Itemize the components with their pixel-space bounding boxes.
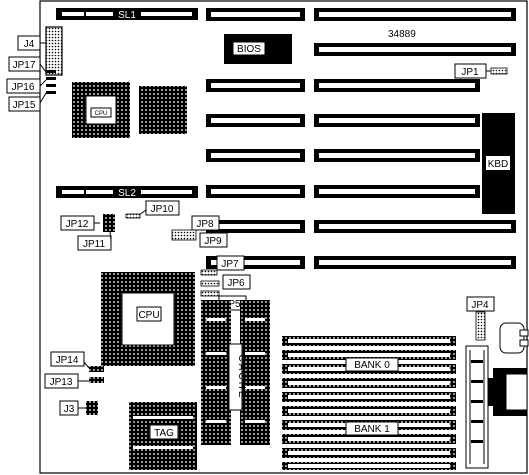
jp1-label: JP1 — [461, 67, 479, 78]
jp4-jumper: JP4 — [466, 296, 495, 341]
jp9-label: JP9 — [204, 236, 222, 247]
jp8-label: JP8 — [196, 219, 214, 230]
jp5-label: JP5 — [223, 299, 241, 310]
jp13-label: JP13 — [50, 377, 73, 388]
bios-chip: BIOS — [224, 34, 292, 64]
j4-connector: J4 — [17, 26, 63, 76]
jp7-pins — [200, 269, 218, 276]
jp7-jumper: JP7 — [216, 255, 245, 271]
tag-array: TAG — [129, 402, 197, 470]
simm-slot — [282, 392, 456, 402]
bios-label: BIOS — [237, 44, 261, 55]
simm-slot — [282, 462, 456, 470]
expansion-slot — [314, 8, 516, 21]
jp7-label: JP7 — [221, 259, 239, 270]
slot-sl2-label: SL2 — [118, 188, 136, 199]
jp4-label: JP4 — [471, 300, 489, 311]
cpu-large-label: CPU — [138, 310, 159, 321]
support-chip — [139, 86, 187, 134]
jp14-label: JP14 — [56, 355, 79, 366]
expansion-slot — [314, 149, 480, 162]
jp6-label: JP6 — [227, 278, 245, 289]
cpu-small-label: CPU — [95, 111, 108, 117]
jp12-jumper: JP12 — [60, 215, 100, 231]
jp14-jumper: JP14 — [50, 351, 104, 372]
jp11-jumper: JP11 — [77, 231, 112, 251]
simm-slot — [282, 336, 456, 346]
jp8-9-pins — [171, 229, 197, 241]
expansion-slot — [314, 185, 480, 198]
expansion-slots-right — [314, 8, 516, 269]
jp9-jumper: JP9 — [199, 232, 228, 248]
simm-slot — [282, 350, 456, 360]
jp13-jumper: JP13 — [44, 373, 104, 389]
din-connector — [488, 368, 528, 416]
simm-slot — [282, 448, 456, 458]
expansion-slots-left — [206, 8, 305, 269]
board-outline — [39, 0, 528, 474]
expansion-slot — [206, 185, 305, 198]
expansion-slot — [314, 220, 516, 233]
cpu-socket-large: CPU — [101, 272, 195, 366]
expansion-slot — [206, 79, 305, 92]
cache-label: CACHE — [236, 354, 247, 399]
expansion-slot — [206, 114, 305, 127]
jp15-jumper: JP15 — [8, 91, 56, 112]
jp17-jumper: JP17 — [8, 56, 56, 73]
simm-slot — [282, 406, 456, 416]
cache-array: CACHE — [201, 300, 270, 445]
memory-banks: BANK 0 BANK 1 — [282, 336, 456, 470]
jp15-label: JP15 — [13, 100, 36, 111]
jp6-jumper: JP6 — [222, 274, 251, 290]
jp17-label: JP17 — [13, 60, 36, 71]
bank1-label: BANK 1 — [354, 424, 390, 435]
expansion-slot — [206, 220, 305, 233]
expansion-slot — [314, 114, 480, 127]
cpu-socket-small: CPU — [72, 82, 130, 138]
j4-label: J4 — [24, 39, 35, 50]
j3-connector: J3 — [59, 400, 98, 416]
jp5-pins — [200, 290, 220, 297]
jp10-label: JP10 — [151, 204, 174, 215]
tag-label: TAG — [154, 428, 174, 439]
jp10-jumper: JP10 — [125, 200, 180, 219]
jp6-pins — [200, 280, 220, 287]
jp8-jumper: JP8 — [191, 215, 220, 231]
expansion-slot — [206, 149, 305, 162]
jp11-label: JP11 — [83, 239, 105, 250]
slot-sl1-label: SL1 — [118, 10, 136, 21]
expansion-slot — [314, 43, 516, 56]
keyboard-connector: KBD — [482, 113, 515, 214]
board-number: 34889 — [388, 29, 416, 40]
jp11-12-pins — [103, 214, 115, 232]
jp16-label: JP16 — [12, 82, 35, 93]
expansion-slot — [314, 79, 480, 92]
jp1-jumper: JP1 — [454, 63, 508, 79]
power-connector — [465, 345, 489, 469]
bank0-label: BANK 0 — [354, 360, 390, 371]
simm-slot — [282, 378, 456, 388]
slot-sl1-label-bg — [113, 9, 141, 19]
slot-sl2: SL2 — [56, 186, 198, 199]
simm-slot — [282, 434, 456, 444]
expansion-slot — [314, 256, 516, 269]
battery — [499, 322, 529, 354]
jp16-jumper: JP16 — [6, 77, 56, 94]
slot-sl1: SL1 — [56, 8, 198, 21]
j3-label: J3 — [64, 404, 75, 415]
expansion-slot — [206, 8, 305, 21]
jp12-label: JP12 — [66, 219, 89, 230]
kbd-label: KBD — [488, 159, 509, 170]
